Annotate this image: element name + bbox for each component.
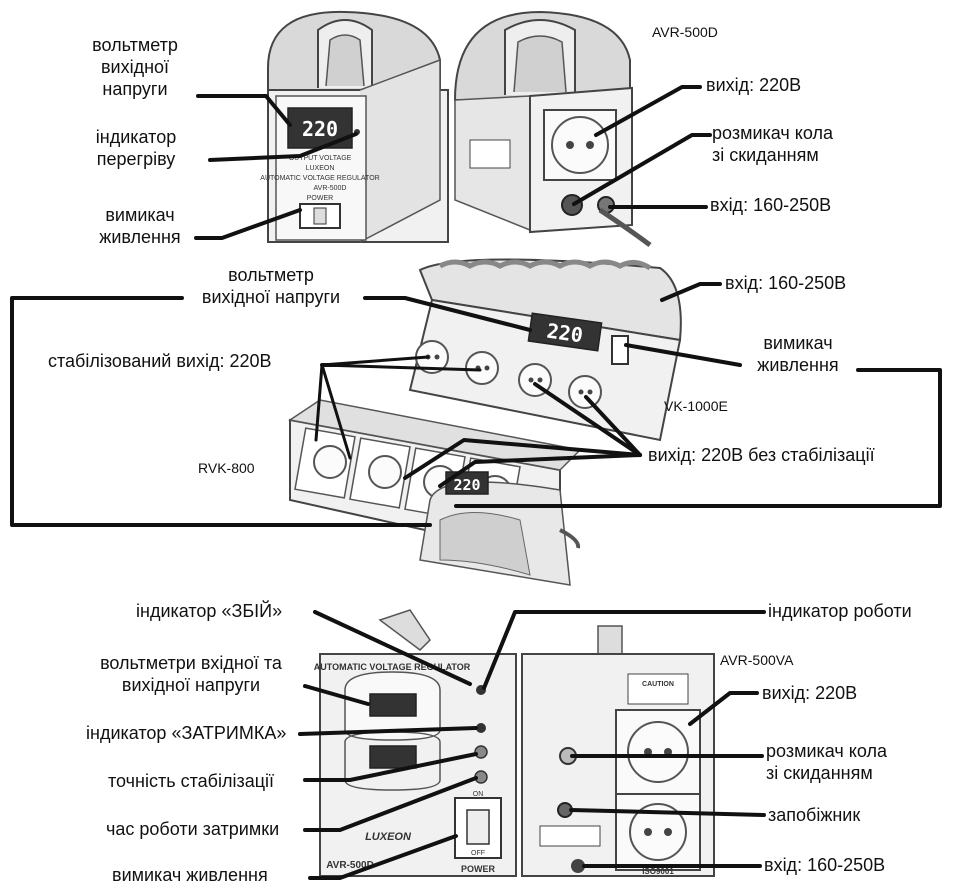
avr-front-text: AUTOMATIC VOLTAGE REGULATOR [260, 175, 379, 182]
leader-delaytime [303, 776, 478, 832]
avr500d-input-cable [598, 207, 652, 248]
svg-text:ON: ON [473, 791, 484, 798]
model-vk1000e: VK-1000E [664, 398, 728, 414]
leader-breaker-1 [572, 133, 712, 206]
label-power-switch-2: вимикач живлення [757, 333, 839, 375]
svg-text:220: 220 [545, 319, 584, 348]
avr500va-delay-led [476, 723, 486, 733]
label-input-2: вхід: 160-250В [725, 273, 847, 293]
leader-stab-a [314, 363, 324, 442]
avr500d-breaker [561, 194, 583, 216]
avr500d-display [287, 107, 353, 149]
leader-unstab-d [438, 453, 642, 488]
label-unstabilized-output: вихід: 220В без стабілізації [648, 445, 875, 465]
vk1000e-display [527, 312, 603, 352]
label-delay-indicator: індикатор «ЗАТРИМКА» [86, 723, 287, 743]
svg-text:ISO9001: ISO9001 [642, 867, 674, 876]
leader-power-1 [194, 208, 302, 240]
label-overheat-indicator: індикатор перегріву [95, 127, 177, 169]
avr500d-back-unit [453, 10, 652, 248]
leader-fuse [569, 808, 766, 817]
rvk800-unit: 220 [288, 399, 582, 586]
svg-text:220: 220 [453, 476, 480, 494]
avr500d-display-value: 220 [302, 117, 338, 141]
power-text: POWER [307, 195, 333, 202]
label-power-switch-1: вимикач живлення [99, 205, 181, 247]
leader-voltmeter-1 [196, 94, 292, 127]
model-rvk800: RVK-800 [198, 460, 255, 476]
model-avr500va: AVR-500VA [720, 652, 794, 668]
leader-work [482, 610, 766, 690]
leader-accuracy [303, 752, 478, 782]
leader-output-1 [594, 85, 702, 137]
vk1000e-power-switch [611, 335, 629, 365]
label-power-switch-3: вимикач живлення [112, 865, 268, 885]
label-breaker-1: розмикач кола зі скиданням [712, 123, 833, 165]
leader-stab-d [320, 363, 482, 372]
label-fault-indicator: індикатор «ЗБІЙ» [136, 601, 283, 621]
svg-text:AUTOMATIC VOLTAGE REGULATOR: AUTOMATIC VOLTAGE REGULATOR [314, 662, 471, 672]
leader-power-3 [308, 834, 458, 880]
leader-output-3 [688, 691, 759, 726]
leader-voltmeter-2 [363, 296, 532, 332]
svg-text:OFF: OFF [471, 850, 485, 857]
leader-voltmeters [303, 684, 370, 706]
avr-model-text: AVR-500D [314, 185, 347, 192]
svg-text:CAUTION: CAUTION [642, 681, 674, 688]
leader-delay [298, 726, 478, 736]
svg-text:POWER: POWER [461, 864, 496, 874]
label-input-1: вхід: 160-250В [710, 195, 832, 215]
leader-input-2 [660, 282, 722, 302]
label-breaker-3: розмикач кола зі скиданням [766, 741, 887, 783]
label-work-indicator: індикатор роботи [768, 601, 912, 621]
label-output-1: вихід: 220В [706, 75, 802, 95]
vk1000e-unit: 220 [408, 258, 682, 442]
svg-text:AVR-500D: AVR-500D [326, 860, 374, 871]
label-voltmeter-2: вольтметр вихідної напруги [201, 265, 341, 307]
brand-text: LUXEON [306, 165, 335, 172]
leader-voltmeter-2-loop [10, 296, 432, 527]
label-input-3: вхід: 160-250В [764, 855, 886, 875]
label-accuracy: точність стабілізації [108, 771, 275, 791]
model-avr500d: AVR-500D [652, 24, 718, 40]
leader-unstab-a [533, 382, 642, 457]
leader-unstab-b [584, 395, 642, 457]
label-delay-time: час роботи затримки [106, 819, 280, 839]
avr500va-back-unit: CAUTION ISO9001 [521, 625, 715, 877]
label-voltmeter-1: вольтметр вихідної напруги [92, 35, 178, 99]
avr500va-accuracy-knob [474, 745, 488, 759]
avr500d-output-socket [551, 116, 609, 174]
leader-overheat-1 [208, 132, 358, 162]
avr500va-output-voltmeter [369, 745, 417, 769]
leader-fault [313, 610, 472, 686]
label-fuse: запобіжник [768, 805, 861, 825]
output-voltage-text: OUTPUT VOLTAGE [289, 155, 352, 162]
leader-unstab-c [403, 438, 642, 480]
label-output-3: вихід: 220В [762, 683, 858, 703]
avr500va-output-socket [627, 721, 689, 783]
avr500d-front-unit: 220 OUTPUT VOLTAGE LUXEON AUTOMATIC VOLT… [260, 10, 449, 243]
avr500va-input-voltmeter [369, 693, 417, 717]
label-stabilized-output: стабілізований вихід: 220В [48, 351, 272, 371]
svg-text:LUXEON: LUXEON [365, 831, 412, 843]
avr500va-front-unit: AUTOMATIC VOLTAGE REGULATOR LUXEON AVR-5… [314, 609, 517, 877]
leader-stab-c [320, 355, 430, 367]
label-voltmeters-3: вольтметри вхідної та вихідної напруги [100, 653, 282, 695]
leader-power-2-loop [454, 368, 942, 508]
leader-power-2 [624, 343, 742, 367]
leader-stab-b [320, 363, 352, 460]
